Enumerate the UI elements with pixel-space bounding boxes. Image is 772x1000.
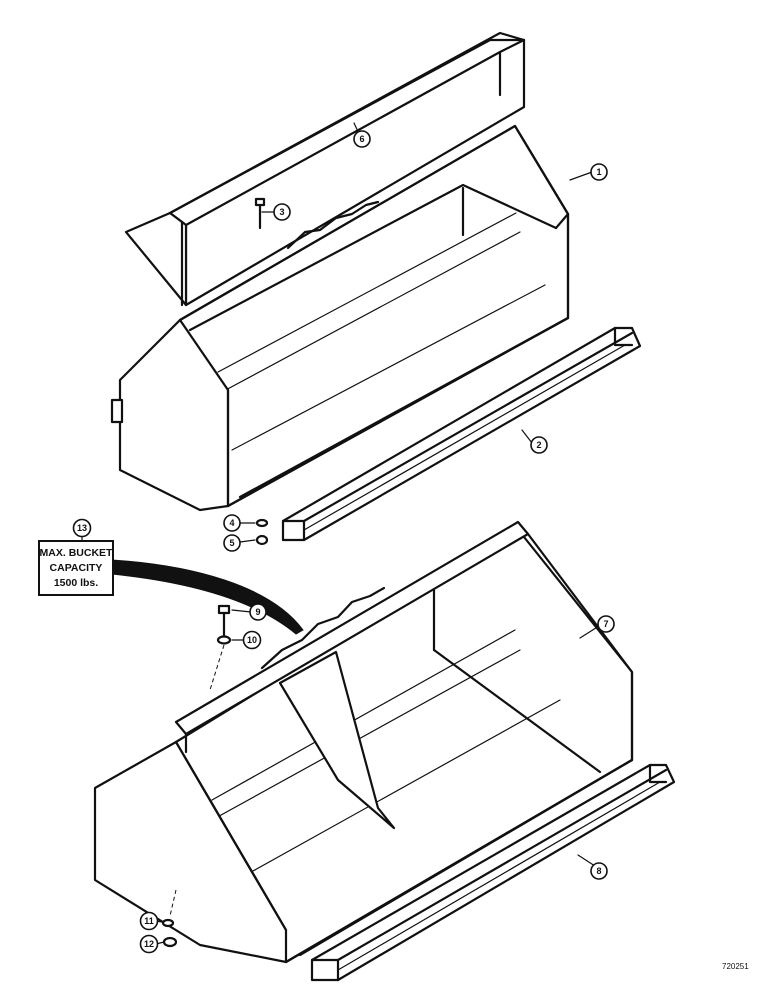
svg-text:8: 8 xyxy=(596,866,601,876)
part-4-5-fasteners xyxy=(255,518,269,546)
callout-4: 4 xyxy=(223,514,241,532)
callout-6: 6 xyxy=(353,130,371,148)
svg-text:4: 4 xyxy=(229,518,234,528)
decal-line-1: MAX. BUCKET xyxy=(39,546,113,559)
decal-line-3: 1500 lbs. xyxy=(53,576,99,589)
callout-3: 3 xyxy=(273,203,291,221)
svg-text:7: 7 xyxy=(603,619,608,629)
reference-code: 720251 xyxy=(722,962,749,971)
svg-text:10: 10 xyxy=(247,635,257,645)
callout-10: 10 xyxy=(242,630,262,650)
callout-1: 1 xyxy=(590,163,608,181)
capacity-decal: MAX. BUCKET CAPACITY 1500 lbs. xyxy=(38,540,114,596)
callout-13: 13 xyxy=(72,518,92,538)
part-8-cutting-edge xyxy=(310,763,676,982)
callout-5: 5 xyxy=(223,534,241,552)
part-9-10-bolt xyxy=(209,604,232,691)
part-11-12-fasteners xyxy=(161,889,178,948)
svg-text:3: 3 xyxy=(279,207,284,217)
part-3-bolt xyxy=(254,197,266,230)
part-7-lower-bucket xyxy=(93,520,634,964)
svg-text:5: 5 xyxy=(229,538,234,548)
callout-2: 2 xyxy=(530,436,548,454)
decal-line-2: CAPACITY xyxy=(49,561,103,574)
svg-text:9: 9 xyxy=(255,607,260,617)
svg-text:6: 6 xyxy=(359,134,364,144)
callout-8: 8 xyxy=(590,862,608,880)
callout-11: 11 xyxy=(139,911,159,931)
svg-text:11: 11 xyxy=(144,916,154,926)
part-6-top-edge xyxy=(124,31,526,307)
part-2-cutting-edge xyxy=(281,326,642,542)
callout-7: 7 xyxy=(597,615,615,633)
svg-text:12: 12 xyxy=(144,939,154,949)
callout-9: 9 xyxy=(249,603,267,621)
svg-text:13: 13 xyxy=(77,523,87,533)
decal-pointer-arrow xyxy=(111,559,304,635)
svg-text:2: 2 xyxy=(536,440,541,450)
callout-12: 12 xyxy=(139,934,159,954)
svg-text:1: 1 xyxy=(596,167,601,177)
part-1-upper-bucket xyxy=(110,124,570,512)
